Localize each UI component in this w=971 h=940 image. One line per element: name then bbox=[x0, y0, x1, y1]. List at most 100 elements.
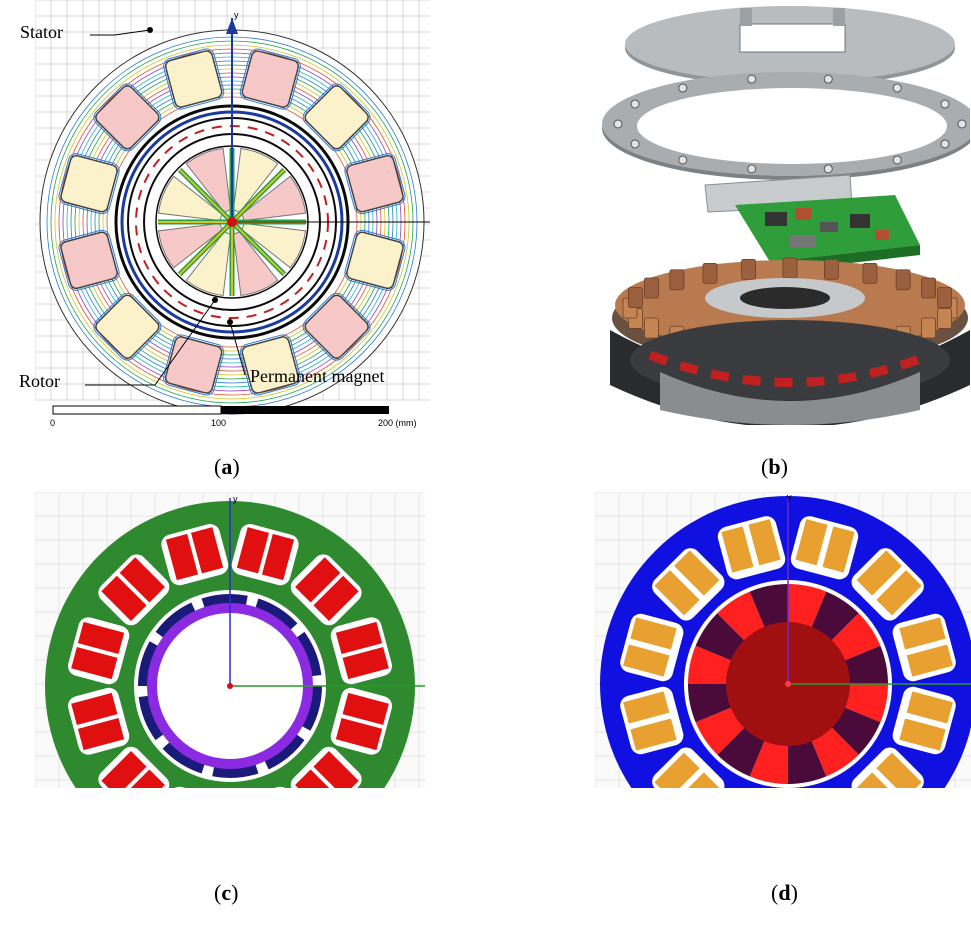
pcb-component bbox=[820, 222, 838, 232]
coil-right bbox=[101, 751, 147, 797]
rotor-pole bbox=[232, 147, 279, 214]
coil-right bbox=[119, 557, 165, 603]
stator-coil bbox=[921, 317, 936, 339]
coil-right bbox=[748, 519, 781, 566]
coil-right bbox=[899, 718, 946, 751]
coil-right bbox=[876, 570, 922, 616]
coil-left bbox=[236, 527, 269, 574]
permanent-magnet-label: Permanent magnet bbox=[250, 366, 385, 386]
stator-slot bbox=[164, 336, 223, 394]
pcb-component bbox=[765, 212, 787, 226]
caption-d: (d) bbox=[771, 880, 798, 905]
rotor-pole bbox=[240, 175, 307, 222]
stator-slot bbox=[290, 554, 362, 626]
ring-bolt bbox=[957, 119, 967, 129]
stator-coil bbox=[895, 269, 911, 291]
rotor-magnet bbox=[155, 602, 198, 641]
rotor-pole bbox=[185, 230, 232, 297]
motor-cross-section-c bbox=[34, 491, 425, 871]
rotor-segment bbox=[688, 645, 733, 684]
ring-bolt bbox=[892, 83, 902, 93]
rotor-segment bbox=[749, 739, 788, 784]
stator-coil bbox=[669, 269, 685, 291]
coil-left bbox=[165, 533, 199, 581]
stator-slot bbox=[164, 50, 223, 108]
origin-marker bbox=[227, 683, 233, 689]
scale-tick-0: 0 bbox=[50, 418, 56, 428]
stator-slot bbox=[98, 554, 170, 626]
coil-left bbox=[101, 575, 147, 621]
stator-coil bbox=[782, 257, 798, 279]
coil-right bbox=[71, 692, 118, 725]
stator-coil bbox=[741, 258, 756, 280]
coil-left bbox=[876, 752, 922, 798]
coil-right bbox=[623, 691, 670, 724]
coil-right bbox=[335, 717, 383, 751]
coil-left bbox=[906, 691, 953, 724]
panel-b bbox=[590, 0, 971, 428]
ring-bolt bbox=[747, 74, 757, 84]
rotor-segment bbox=[788, 739, 827, 784]
rotor-segment bbox=[788, 584, 827, 629]
y-axis-label-c: y bbox=[233, 494, 238, 504]
rotor-segment bbox=[843, 684, 888, 723]
coil-left bbox=[313, 751, 359, 797]
rotor-pole bbox=[240, 222, 307, 269]
ring-bolt bbox=[747, 164, 757, 174]
panel-d: y bbox=[594, 491, 971, 872]
scale-tick-200: 200 (mm) bbox=[378, 418, 417, 428]
rotor-leader-line bbox=[85, 299, 216, 386]
rotor-magnet bbox=[262, 731, 305, 770]
stator-slot bbox=[304, 85, 369, 150]
coil-left bbox=[77, 717, 125, 751]
scale-bar-black bbox=[221, 406, 389, 414]
rotor-magnet bbox=[254, 598, 298, 633]
stator-coil bbox=[644, 317, 659, 339]
stator-leader-line bbox=[90, 29, 151, 36]
rotor-segment bbox=[830, 613, 881, 662]
rotor-segment bbox=[717, 726, 766, 777]
rotor-segment bbox=[810, 591, 859, 642]
rotor-pole bbox=[185, 147, 232, 214]
stator-label: Stator bbox=[20, 22, 63, 42]
ring-bolt bbox=[892, 155, 902, 165]
y-axis-arrow-icon bbox=[226, 18, 238, 34]
pcb-component bbox=[875, 230, 889, 240]
magnet-leader-line bbox=[229, 321, 246, 376]
stator-slot bbox=[241, 336, 300, 394]
rotor-segment bbox=[830, 706, 881, 755]
stator-slot bbox=[346, 231, 404, 290]
ring-bolt bbox=[678, 155, 688, 165]
panel-c: y bbox=[34, 491, 425, 871]
rotor-magnet bbox=[162, 739, 206, 774]
coil-left bbox=[71, 647, 118, 680]
stator-slot bbox=[60, 154, 118, 213]
ring-bolt bbox=[823, 74, 833, 84]
caption-b: (b) bbox=[761, 454, 788, 479]
stator-coil bbox=[644, 277, 659, 299]
caption-a: (a) bbox=[214, 454, 240, 479]
coil-left bbox=[335, 621, 383, 655]
stator-slot bbox=[851, 548, 924, 621]
ring-bolt bbox=[613, 119, 623, 129]
ring-bolt bbox=[630, 139, 640, 149]
ring-bolt bbox=[630, 99, 640, 109]
exploded-motor-render bbox=[590, 0, 971, 428]
coil-right bbox=[906, 644, 953, 677]
ring-bolt bbox=[678, 83, 688, 93]
coil-right bbox=[191, 527, 224, 574]
stator-slot bbox=[60, 231, 118, 290]
stator-slot bbox=[304, 294, 369, 359]
coil-right bbox=[342, 647, 389, 680]
stator-slot bbox=[241, 50, 300, 108]
y-axis-label-a: y bbox=[234, 10, 239, 20]
coil-left bbox=[721, 526, 754, 573]
pcb-component bbox=[850, 214, 870, 228]
coil-left bbox=[856, 550, 902, 596]
ring-bolt bbox=[940, 99, 950, 109]
coil-right bbox=[261, 533, 295, 581]
coil-right bbox=[313, 575, 359, 621]
coil-left bbox=[342, 692, 389, 725]
stator-coil bbox=[824, 258, 839, 280]
scale-tick-100: 100 bbox=[211, 418, 227, 428]
